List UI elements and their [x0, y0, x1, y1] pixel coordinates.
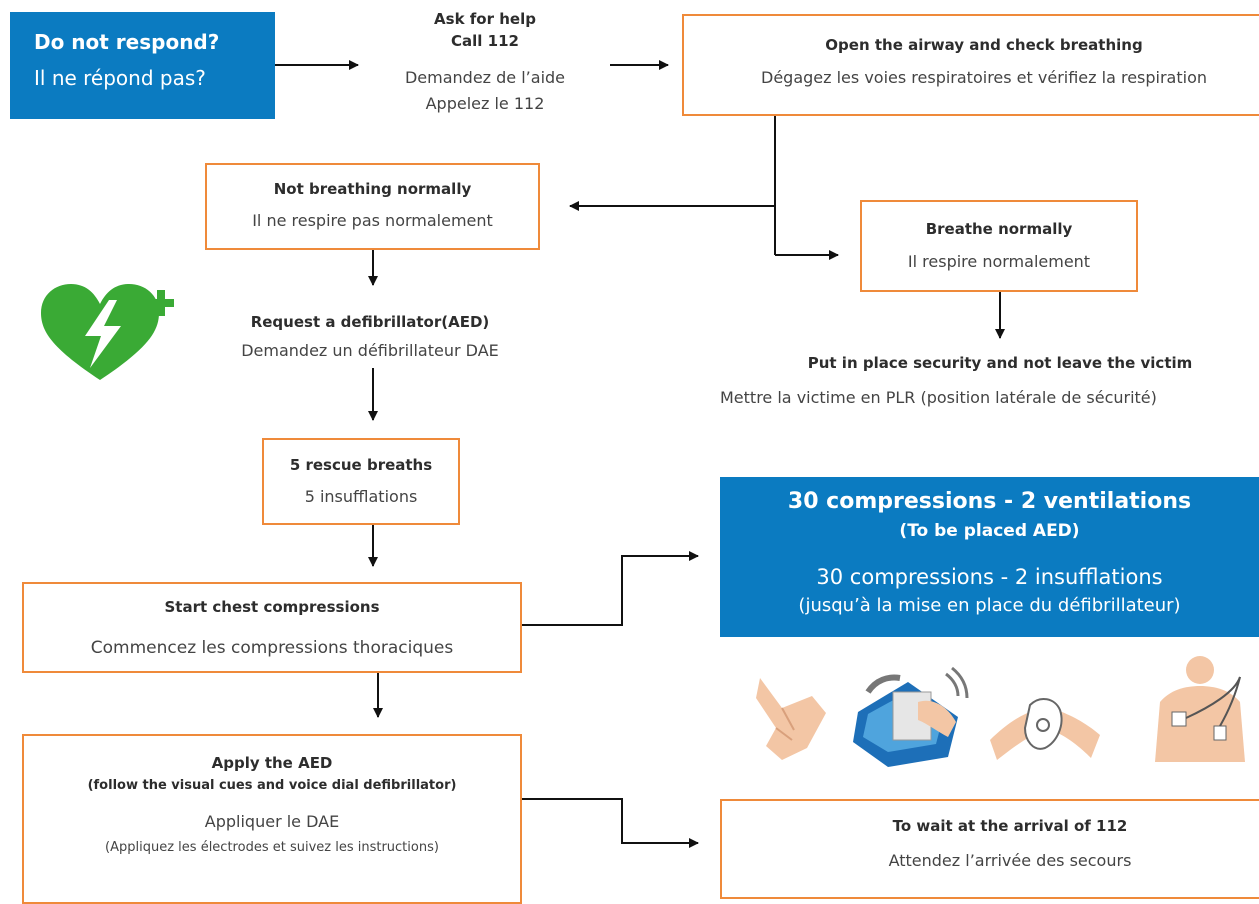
airway-title: Open the airway and check breathing	[825, 36, 1143, 54]
aed-heart-icon	[41, 284, 174, 380]
wait-fr: Attendez l’arrivée des secours	[888, 851, 1132, 870]
breathe-fr: Il respire normalement	[907, 252, 1091, 271]
apply-title1: Apply the AED	[211, 754, 333, 772]
hands-compression-icon	[756, 678, 826, 760]
not-breathing-title: Not breathing normally	[273, 180, 472, 198]
compressions-fr1: 30 compressions - 2 insufflations	[816, 565, 1163, 589]
torso-electrode-icon	[1155, 656, 1245, 762]
start-title: Do not respond?	[34, 30, 220, 54]
not-breathing-box: Not breathing normally Il ne respire pas…	[205, 163, 540, 250]
compressions-box: 30 compressions - 2 ventilations (To be …	[720, 477, 1259, 637]
start-subtitle: Il ne répond pas?	[34, 66, 206, 90]
rescue-fr: 5 insufflations	[304, 487, 418, 506]
wait-box: To wait at the arrival of 112 Attendez l…	[720, 799, 1259, 899]
electrode-pads-icon	[990, 698, 1100, 760]
rescue-title: 5 rescue breaths	[289, 456, 433, 474]
breathe-box: Breathe normally Il respire normalement	[860, 200, 1138, 292]
help-line1: Ask for help	[434, 10, 536, 28]
airway-box: Open the airway and check breathing Déga…	[682, 14, 1259, 116]
breathe-title: Breathe normally	[925, 220, 1073, 238]
airway-fr: Dégagez les voies respiratoires et vérif…	[761, 68, 1207, 87]
request-aed-fr: Demandez un défibrillateur DAE	[241, 341, 499, 360]
security-fr: Mettre la victime en PLR (position latér…	[720, 388, 1157, 407]
arrow-chest-to-compressions	[522, 551, 699, 626]
aed-device-icon	[853, 666, 969, 767]
request-aed-title: Request a defibrillator(AED)	[250, 313, 490, 331]
rescue-box: 5 rescue breaths 5 insufflations	[262, 438, 460, 525]
compressions-title2: (To be placed AED)	[899, 521, 1080, 541]
help-line2: Call 112	[451, 32, 519, 50]
chest-title: Start chest compressions	[164, 598, 380, 616]
chest-box: Start chest compressions Commencez les c…	[22, 582, 522, 673]
wait-title: To wait at the arrival of 112	[892, 817, 1128, 835]
compressions-title1: 30 compressions - 2 ventilations	[787, 489, 1192, 514]
chest-fr: Commencez les compressions thoraciques	[90, 638, 454, 658]
apply-fr2: (Appliquez les électrodes et suivez les …	[105, 840, 439, 855]
security-title: Put in place security and not leave the …	[807, 354, 1193, 372]
apply-box: Apply the AED (follow the visual cues an…	[22, 734, 522, 904]
arrow-apply-to-wait	[522, 798, 699, 848]
help-fr2: Appelez le 112	[425, 94, 545, 113]
apply-fr1: Appliquer le DAE	[204, 812, 340, 831]
start-box: Do not respond? Il ne répond pas?	[10, 12, 275, 119]
compressions-fr2: (jusqu’à la mise en place du défibrillat…	[798, 595, 1181, 616]
not-breathing-fr: Il ne respire pas normalement	[252, 211, 493, 230]
help-fr1: Demandez de l’aide	[404, 68, 566, 87]
apply-title2: (follow the visual cues and voice dial d…	[87, 778, 457, 793]
